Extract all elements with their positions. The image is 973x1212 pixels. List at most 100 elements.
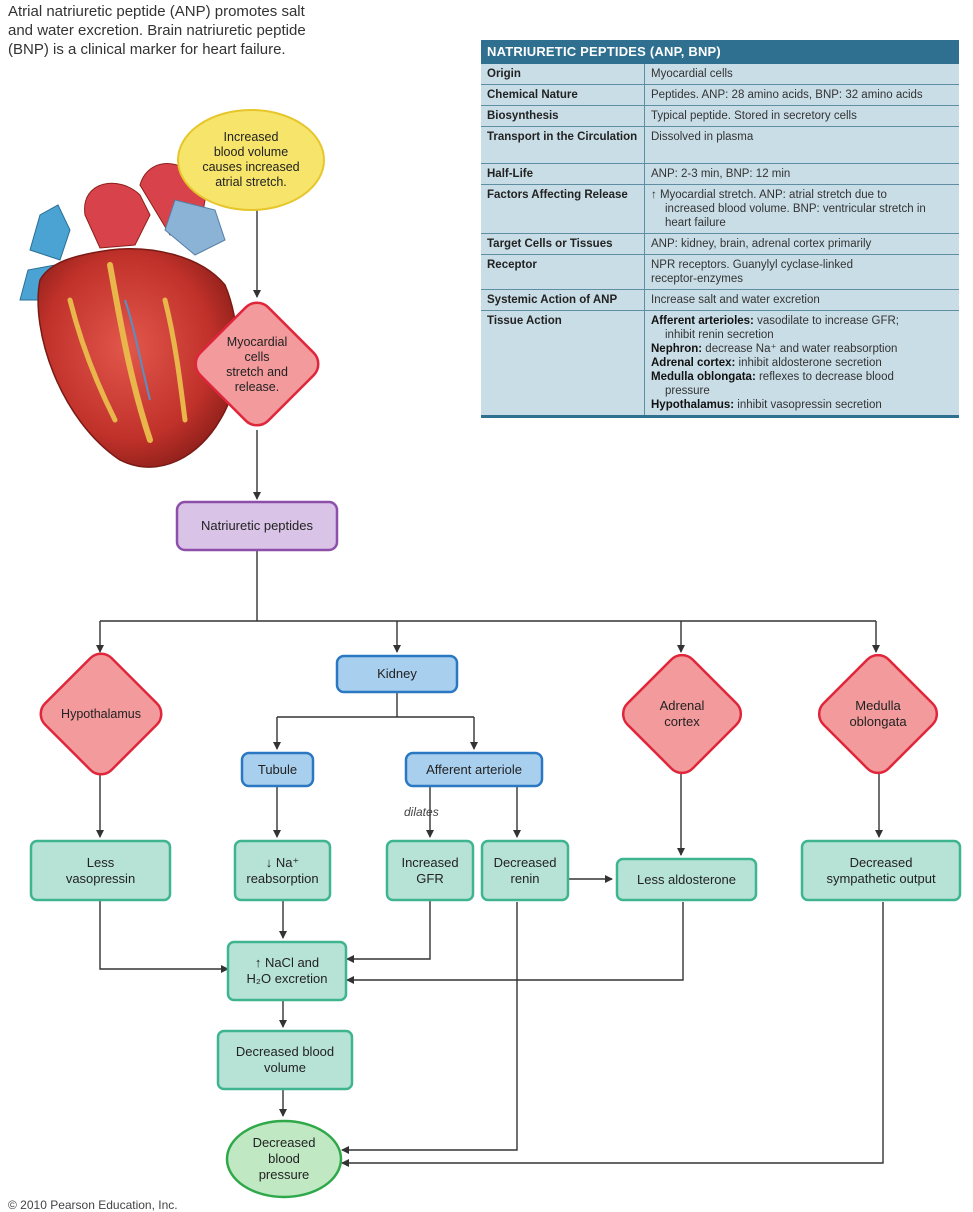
arrow-renin-to-pressure: [341, 902, 518, 1154]
row-key: Chemical Nature: [481, 84, 645, 106]
arrow-vasopressin-to-excretion: [99, 900, 229, 973]
gfr-node: Increased GFR: [387, 841, 473, 900]
row-value: ANP: kidney, brain, adrenal cortex prima…: [644, 233, 959, 255]
node-text-line: Adrenal: [659, 698, 705, 713]
row-value: ↑ Myocardial stretch. ANP: atrial stretc…: [644, 184, 959, 234]
table-row: Target Cells or Tissues ANP: kidney, bra…: [481, 233, 959, 255]
vasopressin-node: Less vasopressin: [31, 841, 170, 900]
action-term: Adrenal cortex:: [651, 357, 736, 369]
node-text: Kidney: [377, 666, 417, 681]
value-line: heart failure: [665, 217, 726, 229]
row-key: Biosynthesis: [481, 105, 645, 127]
table-title: NATRIURETIC PEPTIDES (ANP, BNP): [481, 40, 959, 64]
natriuretic-peptides-table: NATRIURETIC PEPTIDES (ANP, BNP) Origin M…: [481, 40, 959, 418]
row-key: Systemic Action of ANP: [481, 289, 645, 311]
action-cont: pressure: [665, 385, 710, 397]
action-line: Nephron: decrease Na⁺ and water reabsorp…: [651, 342, 954, 356]
adrenal-node: Adrenal cortex: [632, 694, 732, 734]
row-key: Factors Affecting Release: [481, 184, 645, 234]
node-text-line: blood volume: [213, 145, 289, 159]
intro-line: (BNP) is a clinical marker for heart fai…: [8, 41, 286, 58]
stretch-oval: [177, 109, 325, 211]
action-text: inhibit vasopressin secretion: [734, 399, 882, 411]
dilates-label: dilates: [404, 805, 439, 819]
row-key: Transport in the Circulation: [481, 126, 645, 164]
row-value: Dissolved in plasma: [644, 126, 959, 164]
node-text-line: GFR: [416, 870, 444, 886]
node-text-line: Myocardial: [226, 335, 288, 349]
intro-line: and water excretion. Brain natriuretic p…: [8, 22, 306, 39]
row-key: Origin: [481, 64, 645, 85]
adrenal-diamond: [621, 653, 743, 775]
hypothalamus-diamond: [39, 652, 163, 776]
node-text-line: Decreased: [849, 854, 913, 870]
node-shapes: [29, 109, 962, 1199]
node-text: Hypothalamus: [61, 707, 141, 721]
afferent-box: [404, 751, 544, 788]
peptides-node: Natriuretic peptides: [177, 502, 337, 550]
kidney-node: Kidney: [337, 656, 457, 692]
action-line: Hypothalamus: inhibit vasopressin secret…: [651, 398, 954, 412]
row-value: Typical peptide. Stored in secretory cel…: [644, 105, 959, 127]
node-text-line: H₂O excretion: [246, 971, 328, 986]
sympathetic-box: [800, 839, 962, 902]
volume-node: Decreased blood volume: [218, 1031, 352, 1089]
intro-caption: Atrial natriuretic peptide (ANP) promote…: [8, 2, 368, 59]
afferent-node: Afferent arteriole: [406, 753, 542, 786]
tubule-box: [240, 751, 315, 788]
arrow-sympathetic-to-pressure: [341, 902, 884, 1167]
renin-box: [480, 839, 570, 902]
node-text-line: Increased: [401, 854, 459, 870]
table-row: Half-Life ANP: 2-3 min, BNP: 12 min: [481, 163, 959, 185]
vasopressin-box: [29, 839, 172, 902]
myocardial-diamond: [194, 301, 320, 427]
row-key: Receptor: [481, 254, 645, 290]
node-text-line: pressure: [258, 1167, 310, 1182]
na-box: [233, 839, 332, 902]
action-text: vasodilate to increase GFR;: [753, 315, 899, 327]
action-term: Nephron:: [651, 343, 703, 355]
node-text-line: sympathetic output: [826, 870, 936, 886]
pressure-node: Decreased blood pressure: [232, 1127, 336, 1191]
node-text-line: ↓ Na⁺: [265, 854, 300, 870]
row-value: Afferent arterioles: vasodilate to incre…: [645, 311, 960, 416]
node-text-line: Increased: [223, 130, 279, 144]
node-text-line: cortex: [664, 714, 700, 729]
kidney-box: [335, 654, 459, 694]
na-reabsorption-node: ↓ Na⁺ reabsorption: [235, 841, 330, 900]
action-term: Afferent arterioles:: [651, 315, 754, 327]
action-line: Afferent arterioles: vasodilate to incre…: [651, 314, 954, 328]
node-text-line: blood: [268, 1151, 300, 1166]
node-text: Natriuretic peptides: [201, 518, 313, 533]
action-cont: inhibit renin secretion: [665, 329, 774, 341]
myocardial-node: Myocardial cells stretch and release.: [200, 330, 314, 400]
medulla-diamond: [817, 653, 939, 775]
aldosterone-node: Less aldosterone: [617, 859, 756, 900]
value-line: ↑ Myocardial stretch. ANP: atrial stretc…: [651, 189, 887, 201]
action-term: Medulla oblongata:: [651, 371, 756, 383]
node-text-line: causes increased: [202, 160, 300, 174]
node-text: Tubule: [257, 761, 298, 777]
row-value: ANP: 2-3 min, BNP: 12 min: [644, 163, 959, 185]
table-row: Origin Myocardial cells: [481, 64, 959, 85]
node-text-line: Decreased blood: [235, 1044, 335, 1059]
row-value: Peptides. ANP: 28 amino acids, BNP: 32 a…: [644, 84, 959, 106]
arrow-aldosterone-to-excretion: [346, 902, 684, 984]
peptides-box: [175, 500, 339, 552]
volume-box: [216, 1029, 354, 1091]
table-row: Receptor NPR receptors. Guanylyl cyclase…: [481, 254, 959, 290]
node-text-line: Decreased: [252, 1135, 316, 1150]
row-value: Increase salt and water excretion: [644, 289, 959, 311]
row-value: Myocardial cells: [644, 64, 959, 85]
node-text-line: vasopressin: [65, 870, 136, 886]
node-text: Less aldosterone: [636, 871, 736, 887]
gfr-box: [385, 839, 475, 902]
table-row: Transport in the Circulation Dissolved i…: [481, 126, 959, 164]
node-text-line: Medulla: [855, 698, 901, 713]
arrow-gfr-to-excretion: [346, 900, 431, 963]
node-text-line: stretch and: [226, 365, 288, 379]
action-text: inhibit aldosterone secretion: [735, 357, 882, 369]
medulla-node: Medulla oblongata: [828, 694, 928, 734]
row-key: Half-Life: [481, 163, 645, 185]
